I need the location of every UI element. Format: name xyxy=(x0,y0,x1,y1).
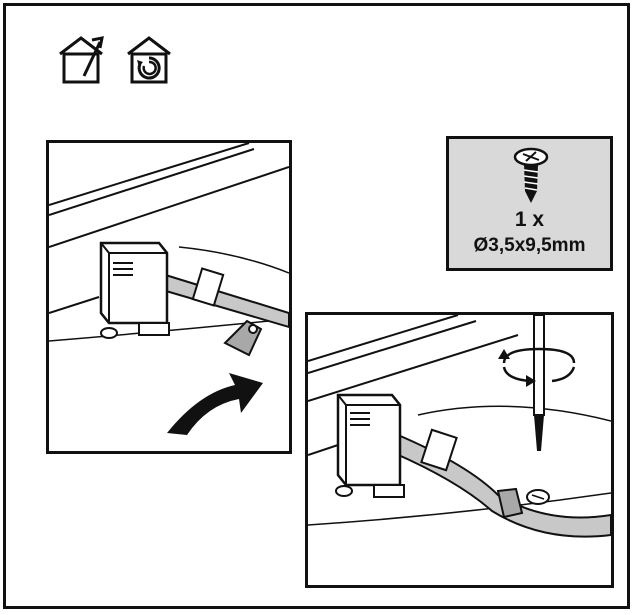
screw-quantity: 1 x xyxy=(514,208,545,231)
detail-panel-screw xyxy=(305,312,614,588)
detail-panel-clip xyxy=(46,140,292,454)
screw-icon xyxy=(513,147,549,203)
screw-spec-box: 1 x Ø3,5x9,5mm xyxy=(446,136,613,271)
house-with-vent-icon xyxy=(59,36,104,84)
screw-size: Ø3,5x9,5mm xyxy=(473,235,586,256)
house-with-recirculation-icon xyxy=(127,36,171,84)
